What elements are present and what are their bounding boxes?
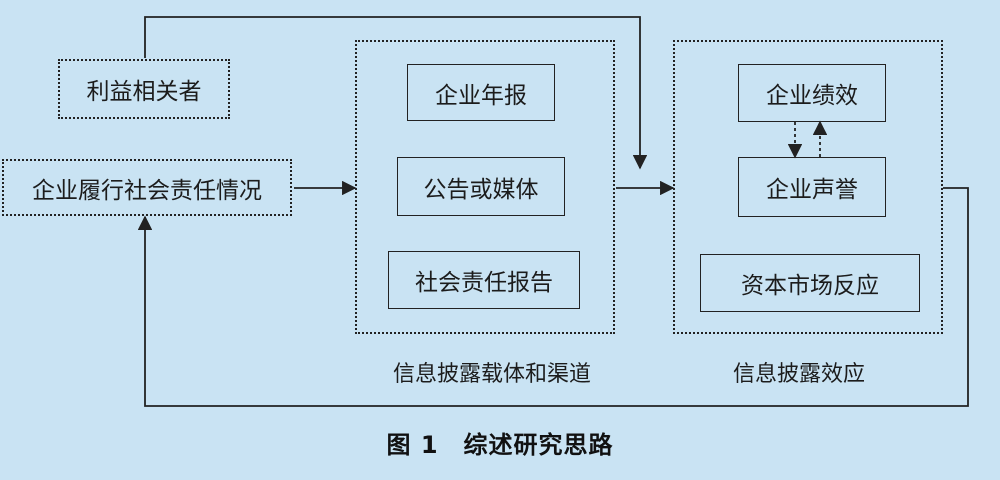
stakeholders-box: 利益相关者 xyxy=(58,59,230,119)
csr-report-box: 社会责任报告 xyxy=(388,251,580,309)
csr-report-label: 社会责任报告 xyxy=(415,270,553,296)
figure-caption: 图 1 综述研究思路 xyxy=(386,431,614,459)
carriers-group xyxy=(355,40,615,334)
performance-box: 企业绩效 xyxy=(738,64,886,122)
capital-market-box: 资本市场反应 xyxy=(700,254,920,312)
stakeholders-label: 利益相关者 xyxy=(86,79,202,105)
announcement-media-label: 公告或媒体 xyxy=(423,176,539,203)
stakeholder-feedback-line xyxy=(144,16,648,170)
csr-status-label: 企业履行社会责任情况 xyxy=(32,177,262,204)
performance-label: 企业绩效 xyxy=(766,83,858,109)
reputation-label: 企业声誉 xyxy=(766,177,858,203)
annual-report-box: 企业年报 xyxy=(407,64,555,121)
annual-report-label: 企业年报 xyxy=(435,82,527,109)
reputation-box: 企业声誉 xyxy=(738,157,886,217)
carriers-title: 信息披露载体和渠道 xyxy=(393,362,592,387)
effects-feedback-loop xyxy=(137,187,969,407)
csr-status-box: 企业履行社会责任情况 xyxy=(2,159,292,216)
announcement-media-box: 公告或媒体 xyxy=(397,157,565,216)
effects-title: 信息披露效应 xyxy=(733,362,866,387)
capital-market-label: 资本市场反应 xyxy=(741,273,879,299)
effects-group xyxy=(673,40,943,334)
